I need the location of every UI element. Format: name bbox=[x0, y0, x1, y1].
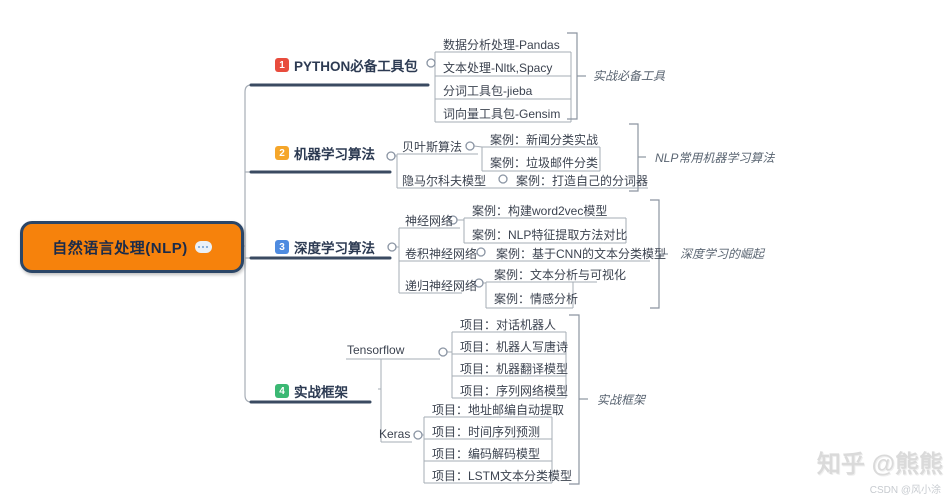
project-item[interactable]: 项目：编码解码模型 bbox=[432, 447, 541, 461]
branch1-child-lines bbox=[434, 51, 572, 123]
tool-item[interactable]: 数据分析处理-Pandas bbox=[443, 38, 560, 52]
project-item[interactable]: 项目：机器翻译模型 bbox=[460, 362, 569, 376]
csdn-watermark: CSDN @风小涂 bbox=[869, 485, 941, 496]
summary-label[interactable]: NLP常用机器学习算法 bbox=[655, 151, 775, 165]
summary-label[interactable]: 实战框架 bbox=[597, 393, 646, 407]
summary-label[interactable]: 深度学习的崛起 bbox=[680, 247, 765, 261]
case-item[interactable]: 案例：基于CNN的文本分类模型 bbox=[496, 247, 666, 261]
branch-machine-learning[interactable]: 2 机器学习算法 bbox=[275, 143, 375, 163]
subtopic-keras[interactable]: Keras bbox=[379, 427, 411, 441]
collapse-handle-nn[interactable] bbox=[448, 215, 458, 225]
project-item[interactable]: 项目：地址邮编自动提取 bbox=[432, 403, 565, 417]
branch-label: 机器学习算法 bbox=[294, 147, 375, 162]
tool-item[interactable]: 分词工具包-jieba bbox=[443, 84, 533, 98]
branch3-child-lines bbox=[396, 217, 650, 309]
summary-brackets bbox=[567, 32, 668, 485]
project-item[interactable]: 项目：LSTM文本分类模型 bbox=[432, 469, 573, 483]
collapse-handle-branch3[interactable] bbox=[387, 242, 397, 252]
priority-4-badge: 4 bbox=[275, 384, 289, 398]
comment-icon[interactable] bbox=[194, 241, 212, 253]
project-item[interactable]: 项目：机器人写唐诗 bbox=[460, 340, 569, 354]
branch4-child-lines bbox=[346, 331, 567, 484]
branch2-child-lines bbox=[395, 145, 648, 189]
collapse-handle-keras[interactable] bbox=[413, 430, 423, 440]
branch-underlines bbox=[249, 83, 430, 404]
project-item[interactable]: 项目：序列网络模型 bbox=[460, 384, 569, 398]
collapse-handle-cnn[interactable] bbox=[476, 247, 486, 257]
collapse-handle-branch2[interactable] bbox=[386, 151, 396, 161]
summary-label[interactable]: 实战必备工具 bbox=[593, 69, 666, 83]
collapse-handle-rnn[interactable] bbox=[474, 278, 484, 288]
subtopic-cnn[interactable]: 卷积神经网络 bbox=[405, 247, 478, 261]
case-item[interactable]: 案例：文本分析与可视化 bbox=[494, 268, 627, 282]
collapse-handle-hmm[interactable] bbox=[498, 174, 508, 184]
tool-item[interactable]: 词向量工具包-Gensim bbox=[443, 107, 561, 121]
branch-python-tools[interactable]: 1 PYTHON必备工具包 bbox=[275, 55, 418, 75]
subtopic-neural-net[interactable]: 神经网络 bbox=[405, 214, 454, 228]
root-node[interactable]: 自然语言处理(NLP) bbox=[20, 221, 244, 273]
priority-2-badge: 2 bbox=[275, 146, 289, 160]
project-item[interactable]: 项目：时间序列预测 bbox=[432, 425, 541, 439]
zhihu-watermark: 知乎 @熊熊 bbox=[816, 451, 943, 478]
subtopic-hmm[interactable]: 隐马尔科夫模型 bbox=[402, 174, 487, 188]
branch-label: 实战框架 bbox=[294, 385, 348, 400]
priority-3-badge: 3 bbox=[275, 240, 289, 254]
root-label: 自然语言处理(NLP) bbox=[52, 239, 188, 257]
collapse-handle-tensorflow[interactable] bbox=[438, 347, 448, 357]
subtopic-bayes[interactable]: 贝叶斯算法 bbox=[402, 140, 463, 154]
branch-label: 深度学习算法 bbox=[294, 241, 375, 256]
case-item[interactable]: 案例：新闻分类实战 bbox=[490, 133, 599, 147]
case-item[interactable]: 案例：情感分析 bbox=[494, 292, 579, 306]
priority-1-badge: 1 bbox=[275, 58, 289, 72]
case-item[interactable]: 案例：构建word2vec模型 bbox=[472, 204, 608, 218]
branch-label: PYTHON必备工具包 bbox=[294, 59, 418, 74]
case-item[interactable]: 案例：打造自己的分词器 bbox=[516, 174, 649, 188]
subtopic-tensorflow[interactable]: Tensorflow bbox=[347, 343, 405, 357]
branch-frameworks[interactable]: 4 实战框架 bbox=[275, 381, 348, 401]
project-item[interactable]: 项目：对话机器人 bbox=[460, 318, 557, 332]
branch-deep-learning[interactable]: 3 深度学习算法 bbox=[275, 237, 375, 257]
case-item[interactable]: 案例：NLP特征提取方法对比 bbox=[472, 228, 628, 242]
collapse-handle-branch1[interactable] bbox=[426, 58, 436, 68]
collapse-handle-bayes[interactable] bbox=[465, 141, 475, 151]
subtopic-rnn[interactable]: 递归神经网络 bbox=[405, 279, 478, 293]
case-item[interactable]: 案例：垃圾邮件分类 bbox=[490, 156, 599, 170]
tool-item[interactable]: 文本处理-Nltk,Spacy bbox=[443, 61, 553, 75]
